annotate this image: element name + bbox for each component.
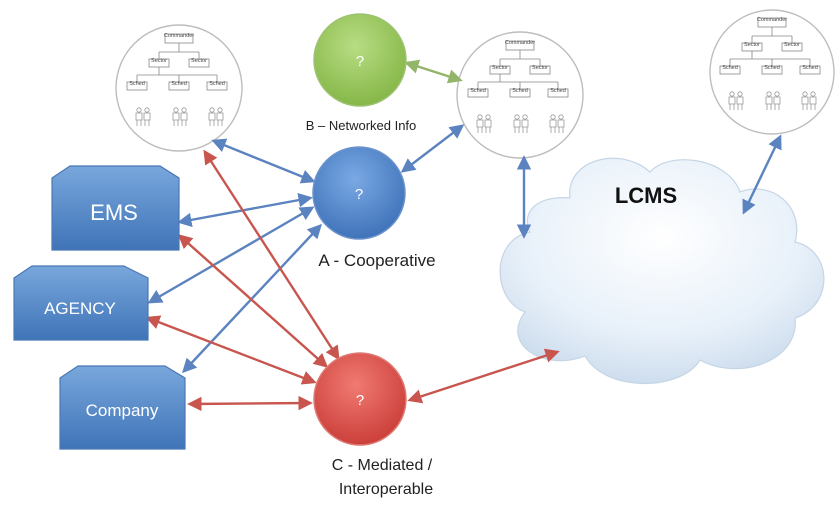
node-a: ? — [312, 146, 406, 240]
org-right-sched-1: Sched — [722, 65, 738, 71]
node-b-symbol: ? — [356, 53, 364, 70]
org-left-sched-2: Sched — [171, 81, 187, 87]
cloud-label: LCMS — [615, 183, 677, 208]
arrow-ems-to-c — [177, 234, 329, 368]
entity-agency-label: AGENCY — [44, 299, 116, 318]
node-a-label: A - Cooperative — [318, 251, 435, 270]
arrow-b-to-orgmid — [404, 59, 463, 84]
node-a-symbol: ? — [355, 186, 363, 203]
org-right-commander: Commander — [757, 17, 787, 23]
org-mid-commander: Commander — [505, 40, 535, 46]
org-mid-sched-1: Sched — [470, 88, 486, 94]
node-c-symbol: ? — [356, 392, 364, 409]
node-c-label-line2: Interoperable — [339, 481, 433, 498]
org-left-sector-1: Sector — [151, 58, 167, 64]
org-right-sector-1: Sector — [744, 42, 760, 48]
entity-ems: EMS — [51, 165, 180, 251]
arrow-c-to-cloud — [407, 348, 560, 404]
entity-ems-label: EMS — [90, 200, 138, 225]
entity-agency: AGENCY — [13, 265, 149, 341]
org-right-sched-3: Sched — [802, 65, 818, 71]
node-c-label-line1: C - Mediated / — [332, 457, 433, 474]
org-mid-sector-1: Sector — [492, 65, 508, 71]
arrow-company-to-c — [187, 395, 313, 412]
arrow-a-to-orgmid — [400, 124, 465, 173]
arrow-ems-to-a — [177, 193, 313, 227]
org-left-commander: Commander — [164, 33, 194, 39]
arrow-agency-to-c — [145, 315, 317, 385]
org-mid-sector-2: Sector — [532, 65, 548, 71]
org-chart-middle — [456, 31, 584, 159]
org-right-sector-2: Sector — [784, 42, 800, 48]
org-mid-sched-3: Sched — [550, 88, 566, 94]
org-mid-sched-2: Sched — [512, 88, 528, 94]
node-b-label: B – Networked Info — [306, 118, 417, 133]
org-chart-left — [115, 24, 243, 152]
org-chart-right — [709, 9, 835, 135]
node-c: ? — [313, 352, 407, 446]
org-right-sched-2: Sched — [764, 65, 780, 71]
entity-company: Company — [59, 365, 186, 450]
org-left-sched-1: Sched — [129, 81, 145, 87]
arrow-orgleft-to-a — [211, 138, 316, 184]
entity-company-label: Company — [86, 401, 159, 420]
arrow-cloud-to-orgright — [742, 134, 782, 215]
node-b: ? — [313, 13, 407, 107]
org-left-sector-2: Sector — [191, 58, 207, 64]
org-left-sched-3: Sched — [209, 81, 225, 87]
